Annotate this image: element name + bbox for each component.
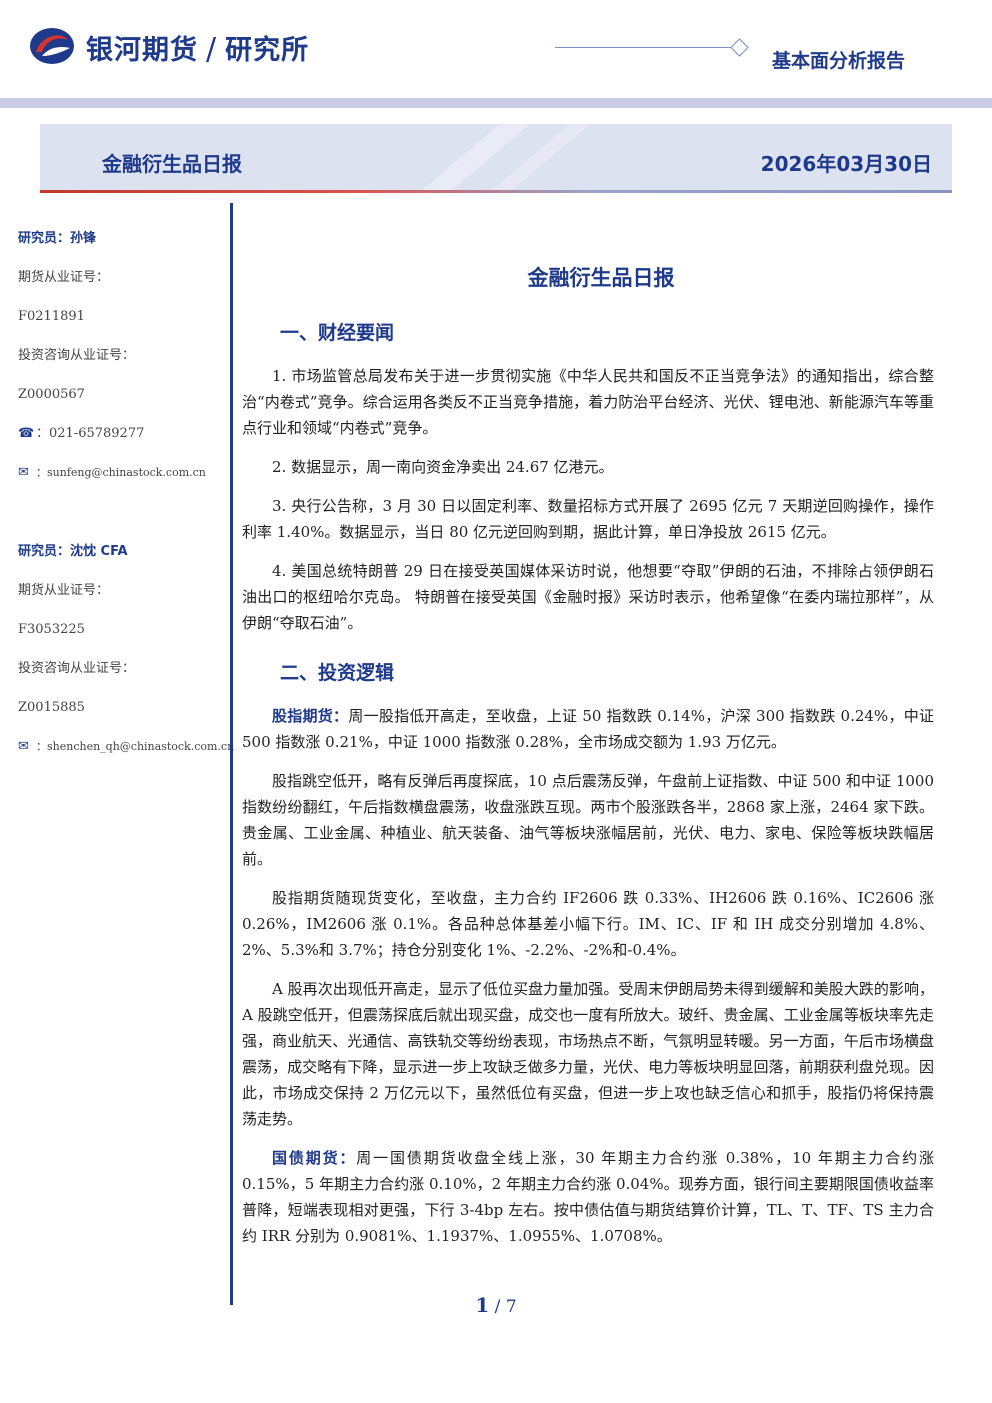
paragraph-lead: 国债期货： [272, 1149, 357, 1167]
brand-title: 银河期货 /研究所 [86, 28, 309, 67]
researcher-sidebar: 研究员：孙锋 期货从业证号： F0211891 投资咨询从业证号： Z00005… [18, 226, 234, 773]
institute-name: 研究所 [225, 35, 310, 66]
column-divider [230, 203, 233, 1305]
researcher-name: 研究员：孙锋 [18, 231, 97, 246]
consult-cert-number: Z0015885 [18, 700, 85, 715]
consult-cert-number: Z0000567 [18, 387, 85, 402]
mail-icon: ✉ [18, 465, 29, 480]
paragraph-text: A 股再次出现低开高走，显示了低位买盘力量加强。受周末伊朗局势未得到缓解和美股大… [242, 980, 934, 1128]
news-item: 1. 市场监管总局发布关于进一步贯彻实施《中华人民共和国反不正当竞争法》的通知指… [242, 367, 934, 437]
section-heading-news: 一、财经要闻 [280, 322, 395, 344]
phone-icon: ☎ [18, 426, 35, 441]
document-title: 金融衍生品日报 [527, 266, 675, 290]
news-item: 4. 美国总统特朗普 29 日在接受英国媒体采访时说，他想要“夺取”伊朗的石油，… [242, 562, 934, 632]
logo-icon [30, 28, 74, 64]
news-item: 3. 央行公告称，3 月 30 日以固定利率、数量招标方式开展了 2695 亿元… [242, 497, 934, 541]
logic-paragraph: A 股再次出现低开高走，显示了低位买盘力量加强。受周末伊朗局势未得到缓解和美股大… [242, 976, 934, 1132]
email-row[interactable]: ✉ ：shenchen_qh@chinastock.com.cn [18, 734, 234, 773]
banner-underline [40, 190, 952, 193]
diamond-icon [730, 38, 749, 57]
page-number: 1 / 7 [0, 1293, 992, 1317]
header-rule [555, 47, 733, 48]
paragraph-lead: 股指期货： [272, 707, 349, 725]
researcher-card: 研究员：孙锋 期货从业证号： F0211891 投资咨询从业证号： Z00005… [18, 226, 228, 499]
banner-decoration [420, 124, 590, 192]
header: 银河期货 /研究所 基本面分析报告 [0, 0, 992, 98]
main-content: 金融衍生品日报 一、财经要闻 1. 市场监管总局发布关于进一步贯彻实施《中华人民… [242, 262, 934, 1262]
page-separator: / [489, 1297, 506, 1317]
paragraph-text: 周一股指低开高走，至收盘，上证 50 指数跌 0.14%，沪深 300 指数跌 … [242, 707, 934, 751]
page-total: 7 [505, 1297, 517, 1317]
phone-number: ：021-65789277 [36, 426, 145, 441]
page-current: 1 [475, 1293, 490, 1317]
header-stripe [0, 98, 992, 108]
report-date: 2026年03月30日 [760, 152, 932, 176]
sidebar-spacer [18, 499, 228, 539]
brand-name: 银河期货 [86, 35, 198, 66]
futures-cert-label: 期货从业证号： [18, 583, 110, 598]
brand-divider: / [206, 32, 218, 67]
email-row[interactable]: ✉ ：sunfeng@chinastock.com.cn [18, 460, 228, 499]
logic-paragraph: 股指跳空低开，略有反弹后再度探底，10 点后震荡反弹，午盘前上证指数、中证 50… [242, 768, 934, 872]
report-type: 基本面分析报告 [772, 50, 906, 72]
paragraph-text: 股指跳空低开，略有反弹后再度探底，10 点后震荡反弹，午盘前上证指数、中证 50… [242, 772, 934, 868]
phone-row: ☎：021-65789277 [18, 421, 228, 460]
futures-cert-number: F0211891 [18, 309, 85, 324]
consult-cert-label: 投资咨询从业证号： [18, 661, 136, 676]
section-heading-logic: 二、投资逻辑 [280, 662, 395, 684]
futures-cert-number: F3053225 [18, 622, 85, 637]
email-address[interactable]: ：sunfeng@chinastock.com.cn [36, 466, 206, 479]
paragraph-text: 股指期货随现货变化，至收盘，主力合约 IF2606 跌 0.33%、IH2606… [242, 889, 934, 959]
title-banner [40, 124, 952, 192]
mail-icon: ✉ [18, 739, 29, 754]
logic-paragraph: 股指期货随现货变化，至收盘，主力合约 IF2606 跌 0.33%、IH2606… [242, 885, 934, 963]
logic-paragraph: 股指期货：周一股指低开高走，至收盘，上证 50 指数跌 0.14%，沪深 300… [242, 703, 934, 755]
news-item: 2. 数据显示，周一南向资金净卖出 24.67 亿港元。 [272, 458, 614, 476]
logic-paragraph: 国债期货：周一国债期货收盘全线上涨，30 年期主力合约涨 0.38%，10 年期… [242, 1145, 934, 1249]
futures-cert-label: 期货从业证号： [18, 270, 110, 285]
researcher-name: 研究员：沈忱 CFA [18, 544, 128, 559]
banner-title: 金融衍生品日报 [102, 152, 242, 176]
consult-cert-label: 投资咨询从业证号： [18, 348, 136, 363]
paragraph-text: 周一国债期货收盘全线上涨，30 年期主力合约涨 0.38%，10 年期主力合约涨… [242, 1149, 934, 1245]
researcher-card: 研究员：沈忱 CFA 期货从业证号： F3053225 投资咨询从业证号： Z0… [18, 539, 234, 773]
email-address[interactable]: ：shenchen_qh@chinastock.com.cn [36, 740, 235, 753]
